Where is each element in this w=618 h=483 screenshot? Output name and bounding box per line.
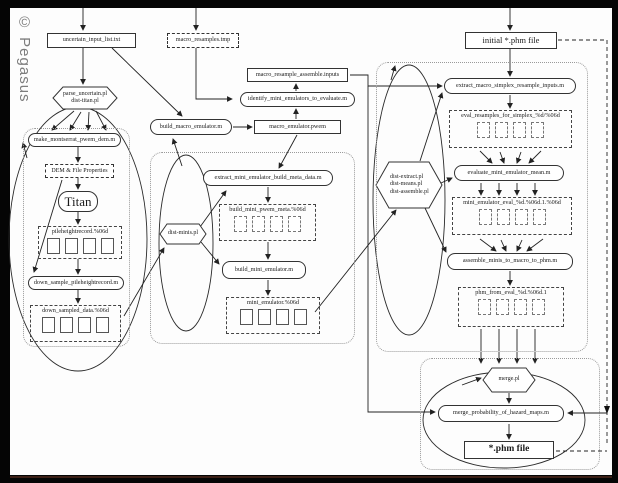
node-make-montserrat-pwem-dem: make_montserrat_pwem_dem.m	[28, 133, 121, 147]
node-down-sample-pileheightrecord: down_sample_pileheightrecord.m	[28, 276, 124, 290]
node-extract-mini-emulator-build-meta: extract_mini_emulator_build_meta_data.m	[203, 170, 333, 186]
file-boxes	[477, 121, 544, 138]
mini-build-group-container	[150, 152, 355, 344]
node-assemble-minis-to-macro: assemble_minis_to_macro_to_phm.m	[447, 253, 573, 270]
hexagon-dist-minis: dist-minis.pl	[167, 230, 199, 237]
node-identify-mini-emulators: identify_mini_emulators_to_evaluate.m	[240, 92, 355, 107]
file-boxes	[46, 237, 114, 254]
files-pileheightrecord: pileheightrecord.%06d	[38, 226, 122, 259]
pegasus-watermark: © Pegasus	[16, 14, 33, 103]
node-build-mini-emulator: build_mini_emulator.m	[222, 261, 306, 279]
files-down-sampled-data: down_sampled_data.%06d	[30, 305, 121, 342]
file-boxes	[477, 298, 545, 315]
node-macro-resamples-tmp: macro_resamples.tmp	[167, 33, 239, 48]
hexagon-parse-uncertain: parse_uncertain.pl dist-titan.pl	[62, 90, 108, 105]
merge-group-container	[420, 358, 600, 470]
node-titan: Titan	[58, 191, 98, 212]
node-merge-probability-hazard-maps: merge_probability_of_hazard_maps.m	[438, 405, 564, 422]
bottom-border-line	[10, 476, 612, 478]
file-boxes	[234, 215, 301, 232]
node-evaluate-mini-emulator-mean: evaluate_mini_emulator_mean.m	[454, 165, 564, 181]
file-boxes	[42, 316, 109, 333]
file-boxes	[478, 208, 546, 225]
hexagon-dist-extract: dist-extract.pl dist-means.pl dist-assem…	[390, 173, 429, 195]
files-eval-resamples: eval_resamples_for_simplex_%d/%06d	[449, 110, 572, 148]
files-mini-emulator: mini_emulator.%06d	[226, 297, 320, 334]
files-build-mini-pwem-meta: build_mini_pwem_meta.%06d	[219, 204, 316, 241]
files-mini-emulator-eval: mini_emulator_eval_%d.%06d.1.%06d	[452, 197, 572, 235]
node-initial-phm-file: initial *.phm file	[465, 32, 557, 49]
node-uncertain-input-list: uncertain_input_list.txt	[47, 33, 136, 48]
file-boxes	[239, 308, 307, 325]
hexagon-merge: merge.pl	[498, 376, 520, 383]
titan-group-container	[23, 128, 130, 347]
evaluate-group-container	[376, 62, 588, 352]
node-phm-file: *.phm file	[464, 441, 554, 459]
node-dem-file-properties: DEM & File Properties	[45, 164, 114, 178]
files-phm-from-eval: phm_from_eval_%d.%06d.1	[458, 287, 564, 327]
node-build-macro-emulator: build_macro_emulator.m	[150, 119, 232, 135]
node-macro-resample-assemble-inputs: macro_resample_assemble.inputs	[247, 68, 348, 82]
node-extract-macro-simplex-resample: extract_macro_simplex_resample_inputs.m	[444, 78, 576, 94]
node-macro-emulator-pwem: macro_emulator.pwem	[254, 120, 341, 134]
